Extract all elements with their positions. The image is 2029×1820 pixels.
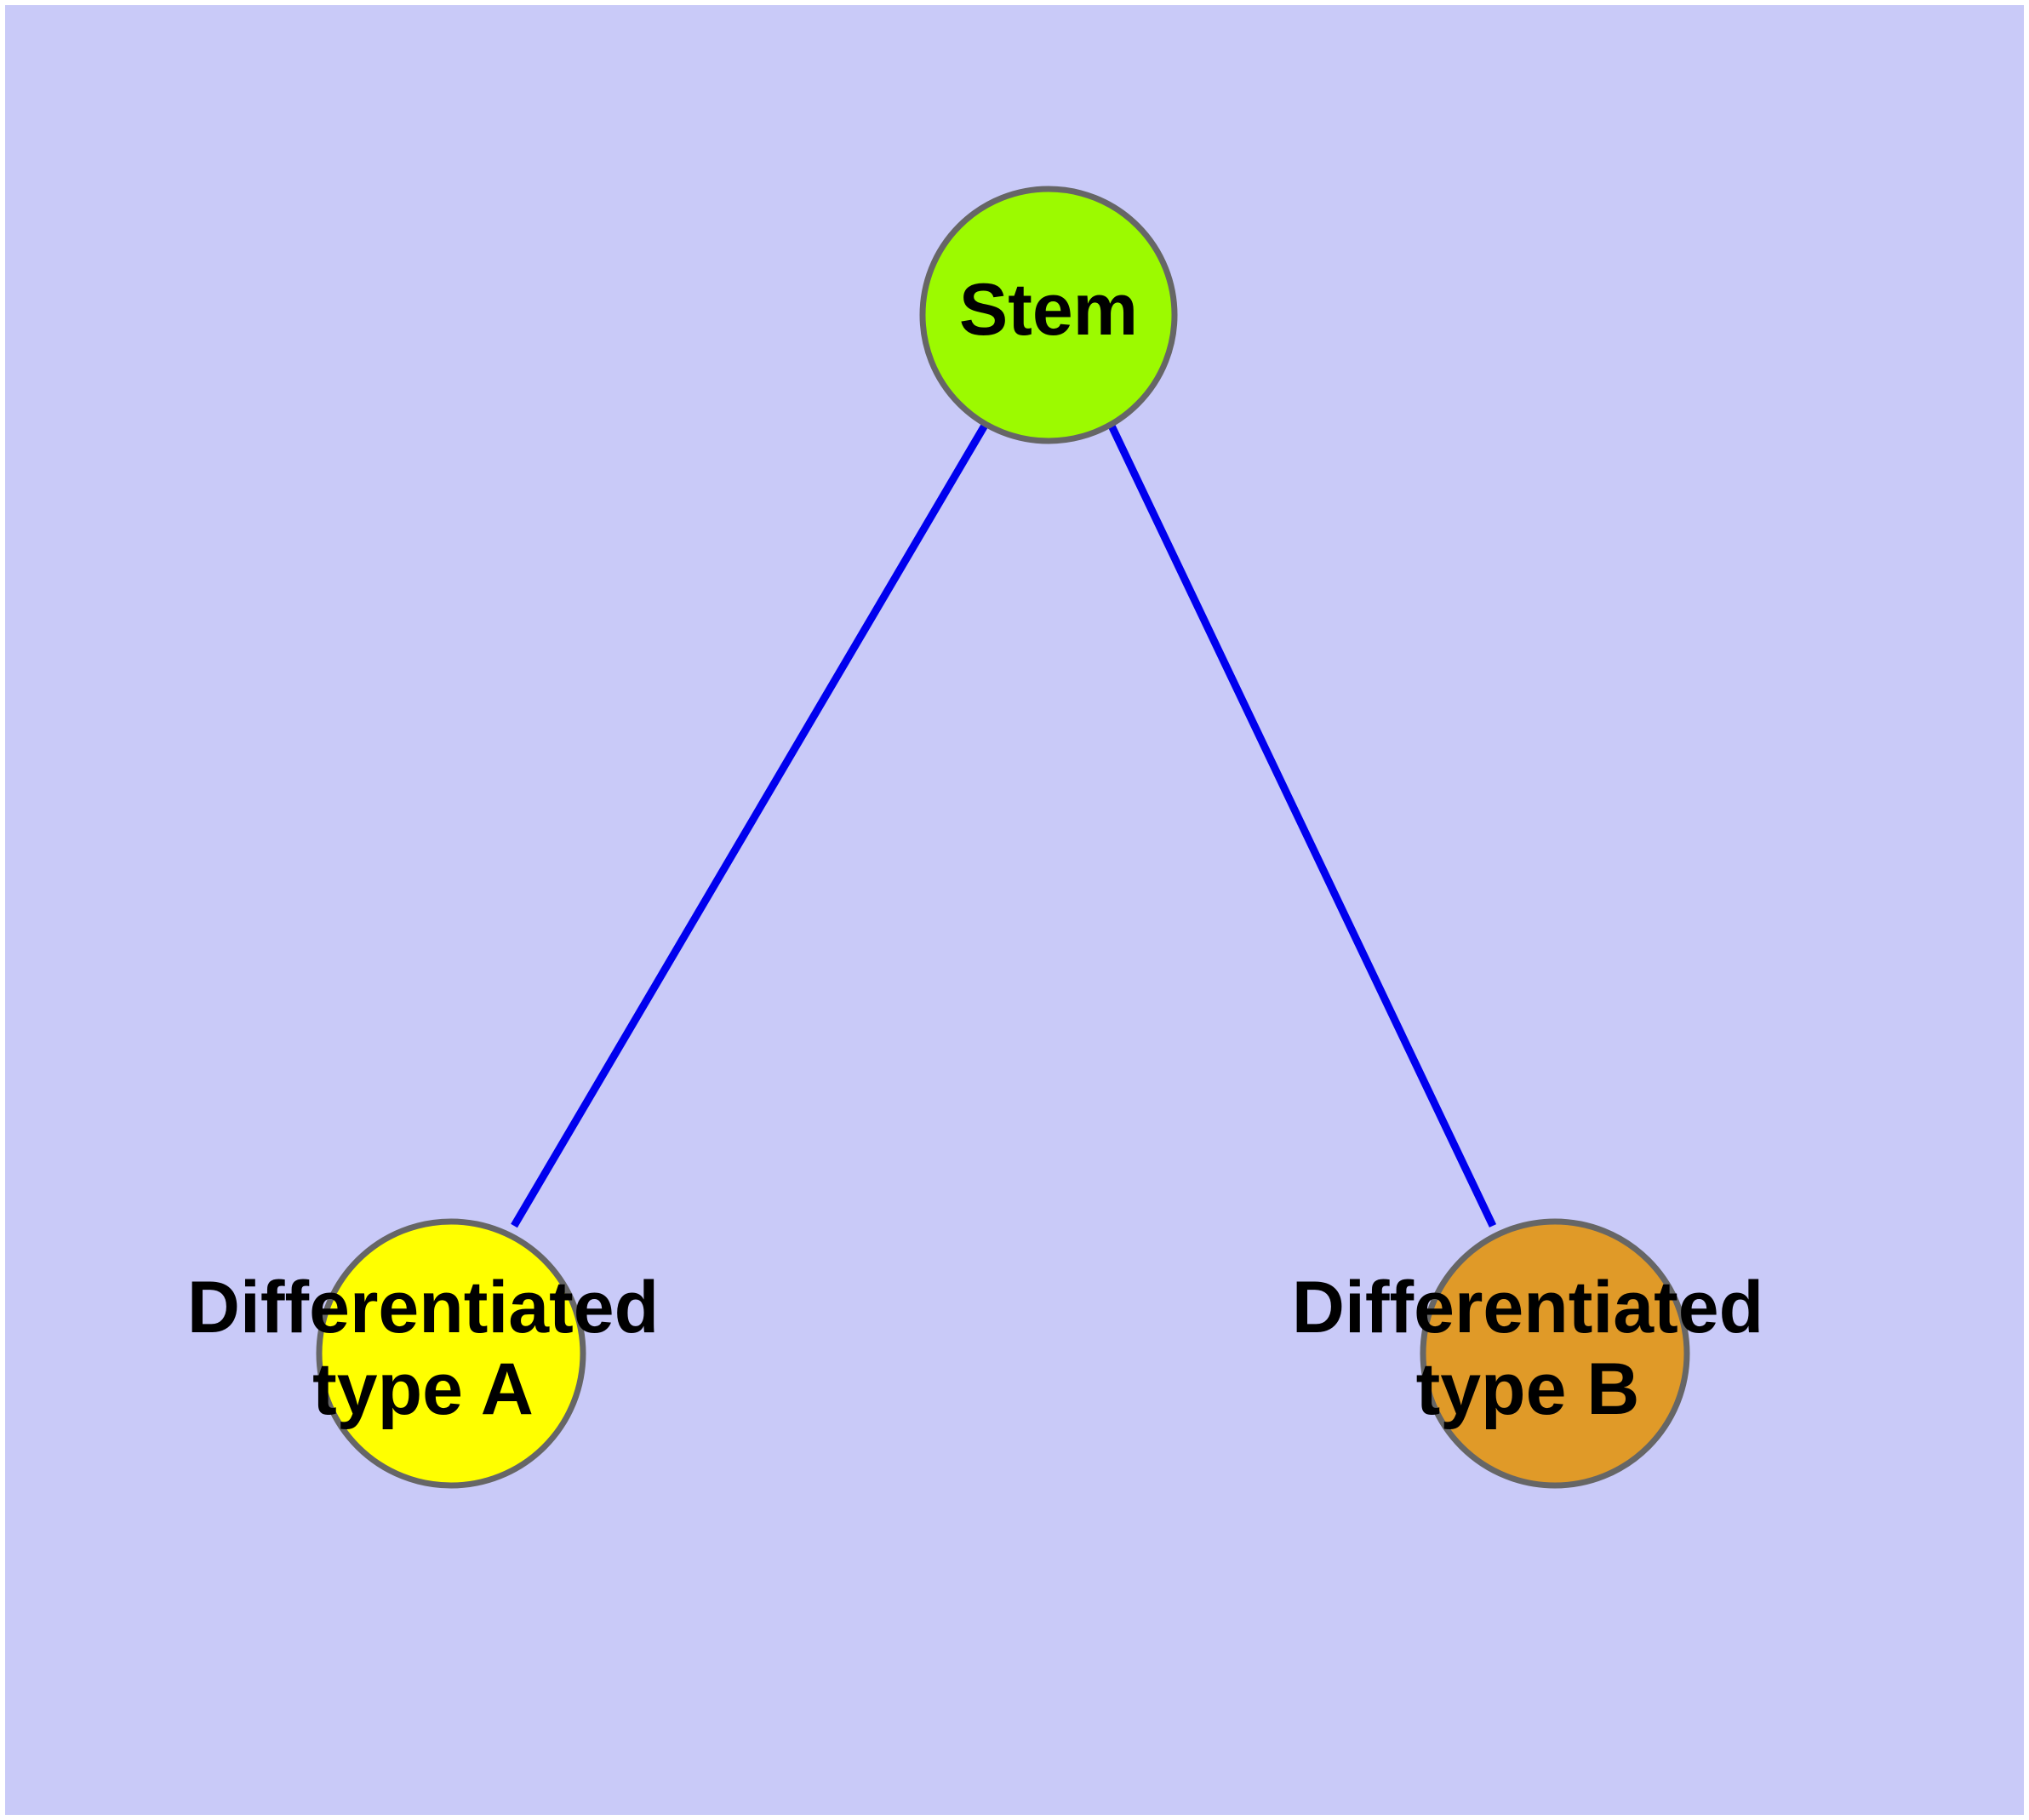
- edges-layer: [511, 421, 1497, 1228]
- node-diff_b[interactable]: [1420, 1218, 1690, 1489]
- node-label-line: Differentiated: [1292, 1267, 1763, 1348]
- nodes-layer: [316, 186, 1690, 1489]
- edge-stem-to-diff-b[interactable]: [1106, 422, 1497, 1228]
- node-label-line: type A: [312, 1348, 534, 1430]
- node-label-line: Differentiated: [187, 1267, 659, 1348]
- node-label-line: Stem: [959, 269, 1138, 351]
- node-label-line: type B: [1416, 1348, 1640, 1430]
- node-label-stem: Stem: [959, 269, 1138, 351]
- node-stem[interactable]: [919, 186, 1178, 444]
- node-diff_a[interactable]: [316, 1218, 586, 1489]
- edge-stem-to-diff-a[interactable]: [511, 421, 989, 1228]
